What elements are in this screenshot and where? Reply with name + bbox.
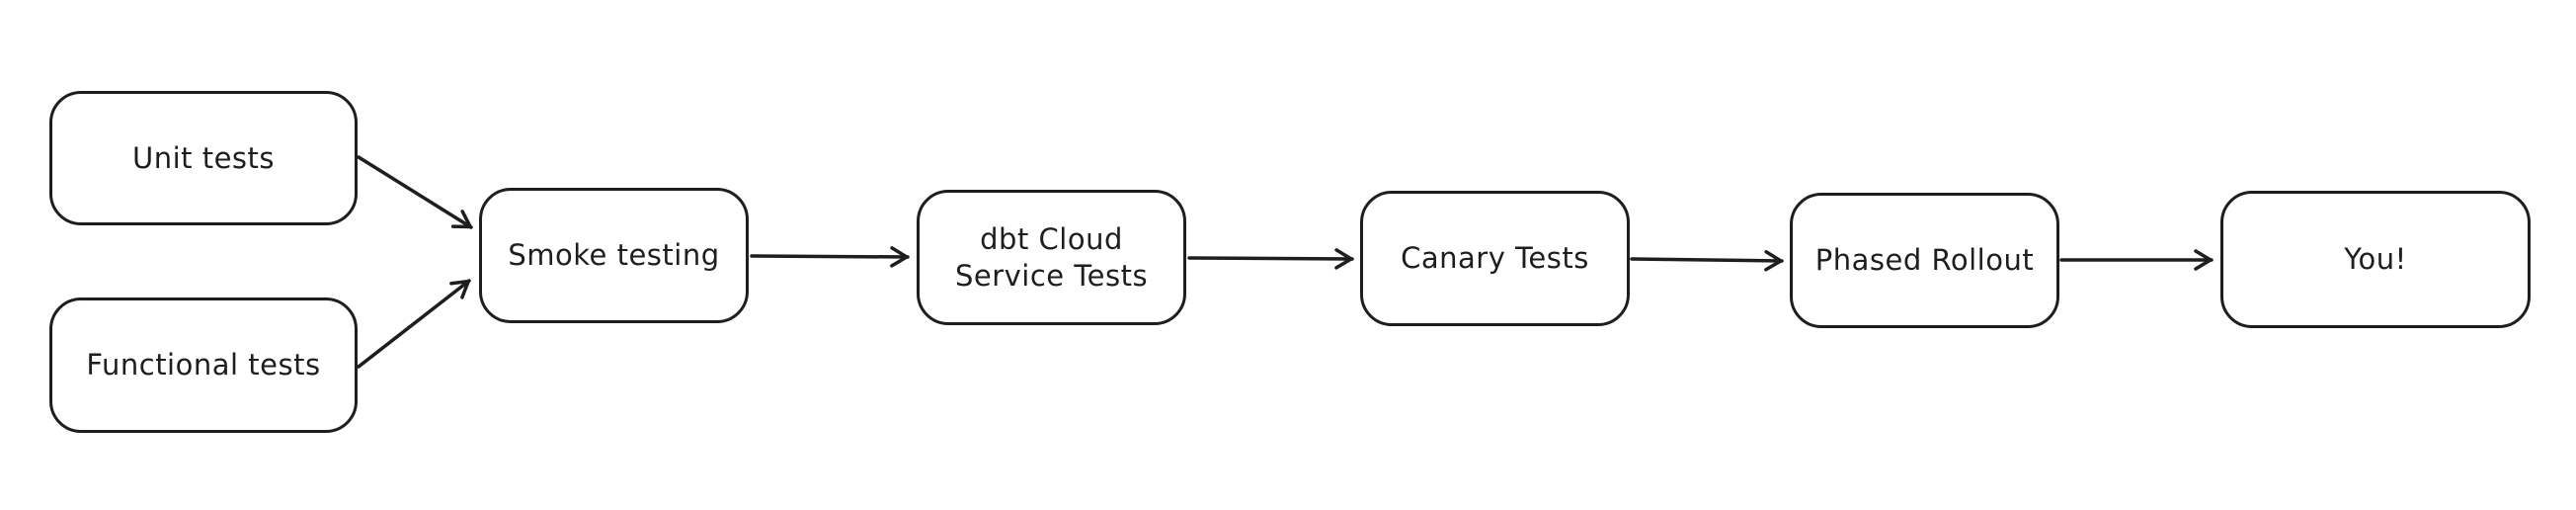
node-phased-rollout: Phased Rollout: [1790, 193, 2059, 328]
node-label: Smoke testing: [508, 238, 720, 273]
node-canary-tests: Canary Tests: [1360, 191, 1630, 326]
node-label: Unit tests: [131, 140, 276, 175]
node-smoke-testing: Smoke testing: [479, 188, 749, 323]
edge-smoke-testing-to-dbt-cloud: [750, 246, 910, 268]
node-dbt-cloud-service-tests: dbt Cloud Service Tests: [917, 190, 1186, 325]
edge-unit-tests-to-smoke-testing: [357, 155, 473, 229]
node-label: Canary Tests: [1401, 241, 1589, 276]
edge-canary-tests-to-phased-rollout: [1630, 250, 1784, 272]
node-you: You!: [2220, 191, 2531, 328]
edge-dbt-cloud-to-canary-tests: [1187, 248, 1354, 270]
node-label: dbt Cloud Service Tests: [954, 222, 1149, 293]
node-label: You!: [2344, 242, 2407, 277]
node-label: Functional tests: [86, 348, 321, 382]
node-functional-tests: Functional tests: [49, 298, 358, 433]
edge-functional-tests-to-smoke-testing: [357, 279, 471, 369]
node-label: Phased Rollout: [1814, 243, 2035, 278]
node-unit-tests: Unit tests: [49, 91, 358, 225]
